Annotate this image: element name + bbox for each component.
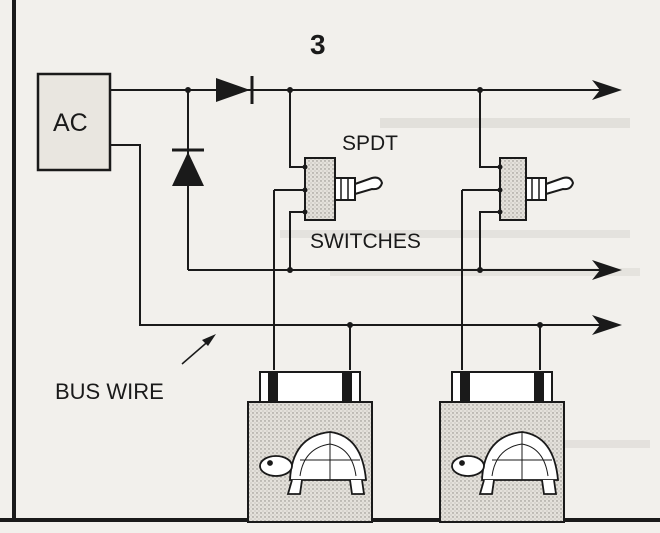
turtle-icon bbox=[259, 431, 367, 495]
bleed-through-text bbox=[280, 118, 650, 448]
spdt-switch-right bbox=[497, 157, 575, 221]
ac-power-source: AC bbox=[36, 72, 112, 172]
bus-wire-label: BUS WIRE bbox=[55, 379, 164, 404]
junction-dots bbox=[185, 87, 543, 328]
arrow-middle bbox=[592, 260, 622, 280]
spdt-switch-left bbox=[302, 157, 384, 221]
diode-reverse bbox=[172, 148, 204, 186]
turtle-icon bbox=[451, 431, 559, 495]
output-arrows bbox=[592, 80, 622, 335]
turnout-machine-left bbox=[247, 371, 373, 523]
arrow-bus bbox=[592, 315, 622, 335]
switches-label: SWITCHES bbox=[310, 230, 421, 253]
bus-wire-callout: BUS WIRE bbox=[55, 334, 216, 404]
spdt-label: SPDT bbox=[342, 132, 398, 155]
wires bbox=[110, 89, 600, 370]
figure-number: 3 bbox=[310, 29, 326, 60]
ac-label: AC bbox=[53, 109, 88, 137]
diode-forward bbox=[216, 76, 254, 104]
arrow-top bbox=[592, 80, 622, 100]
turnout-machine-right bbox=[439, 371, 565, 523]
